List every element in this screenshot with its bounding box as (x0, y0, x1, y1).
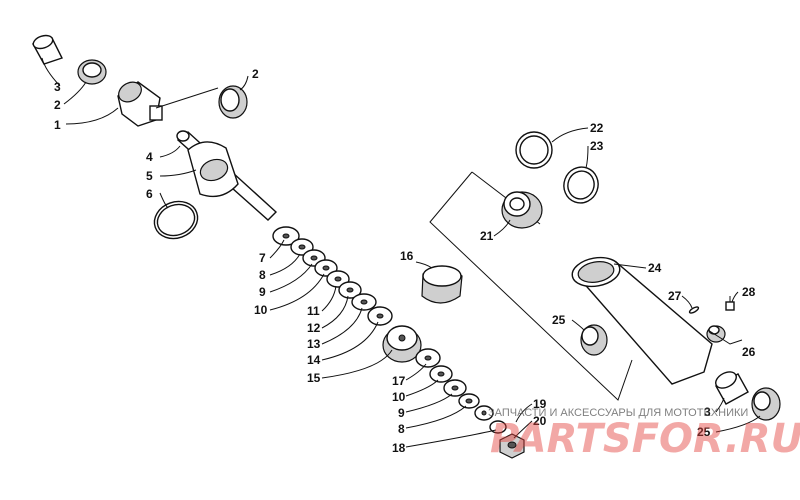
label-25-bottom: 25 (697, 425, 711, 439)
label-9-lower: 9 (398, 406, 405, 420)
part-2-seal-right (218, 85, 248, 119)
label-15: 15 (307, 371, 321, 385)
label-10-upper: 10 (254, 303, 268, 317)
watermark-text: ЗАПЧАСТИ И АКСЕССУАРЫ ДЛЯ МОТОТЕХНИКИ (488, 407, 748, 419)
label-2-left: 2 (54, 98, 61, 112)
part-25-bushing-mid (580, 324, 608, 356)
part-24-body-tube (571, 256, 713, 385)
part-25-bushing-bottom (751, 387, 781, 421)
part-23-seal-ring (563, 166, 599, 204)
label-7: 7 (259, 251, 266, 265)
label-12: 12 (307, 321, 321, 335)
part-28-valve (725, 296, 735, 311)
label-14: 14 (307, 353, 321, 367)
label-3-top: 3 (54, 80, 61, 94)
label-28: 28 (742, 285, 756, 299)
label-22: 22 (590, 121, 604, 135)
label-24: 24 (648, 261, 662, 275)
shim-stack-left (272, 226, 393, 326)
shim-stack-right (415, 348, 507, 434)
callout-labels: 3 2 1 2 4 5 6 7 8 9 10 11 12 13 14 15 16… (54, 67, 756, 455)
part-27-pin (688, 306, 700, 314)
label-4: 4 (146, 150, 153, 164)
label-8-lower: 8 (398, 422, 405, 436)
label-3-bottom: 3 (704, 405, 711, 419)
label-9-upper: 9 (259, 285, 266, 299)
label-5: 5 (146, 169, 153, 183)
label-1: 1 (54, 118, 61, 132)
label-21: 21 (480, 229, 494, 243)
label-27: 27 (668, 289, 682, 303)
label-23: 23 (590, 139, 604, 153)
label-8-upper: 8 (259, 268, 266, 282)
label-6: 6 (146, 187, 153, 201)
label-10-lower: 10 (392, 390, 406, 404)
label-16: 16 (400, 249, 414, 263)
part-16-ring (421, 265, 463, 304)
part-21-end-cap (501, 191, 543, 229)
label-2-right: 2 (252, 67, 259, 81)
leader-lines (41, 57, 761, 448)
watermark: ЗАПЧАСТИ И АКСЕССУАРЫ ДЛЯ МОТОТЕХНИКИ PA… (488, 407, 800, 462)
label-13: 13 (307, 337, 321, 351)
label-20: 20 (533, 414, 547, 428)
part-18-nut (499, 433, 525, 459)
part-22-washer (515, 131, 553, 169)
label-17: 17 (392, 374, 406, 388)
label-18: 18 (392, 441, 406, 455)
label-25-mid: 25 (552, 313, 566, 327)
label-26: 26 (742, 345, 756, 359)
part-5-shaft-body (187, 141, 239, 198)
label-19: 19 (533, 397, 547, 411)
part-6-o-ring (153, 200, 199, 240)
label-11: 11 (307, 304, 320, 318)
part-1-eyelet-mount (117, 81, 163, 127)
part-3-bushing-top (31, 34, 63, 65)
watermark-logo: PARTSFOR.RU (490, 416, 800, 462)
part-2-seal-top (77, 59, 107, 85)
part-15-piston (382, 325, 422, 363)
part-3-bushing-bottom (715, 371, 749, 405)
